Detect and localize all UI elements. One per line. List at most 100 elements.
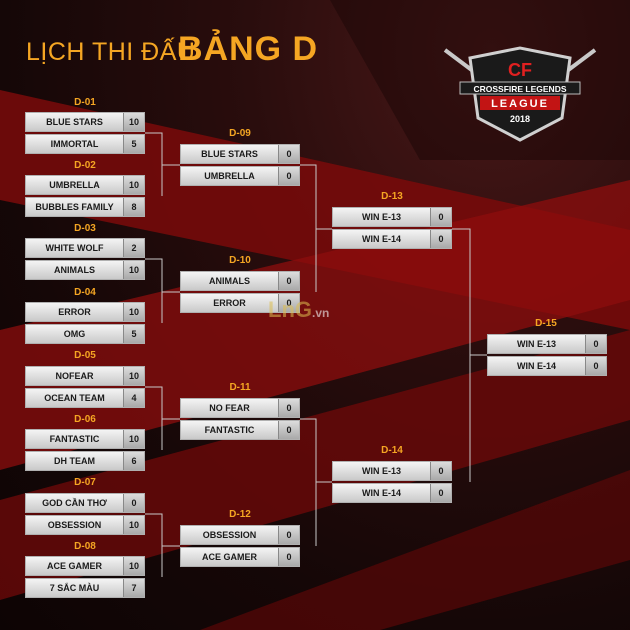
team-name: BLUE STARS [181,145,278,163]
team-score: 10 [123,430,144,448]
team-score: 0 [585,357,606,375]
team-name: WIN E-13 [333,208,430,226]
team-score: 10 [123,367,144,385]
connector-d01-d02 [145,132,180,196]
svg-text:LEAGUE: LEAGUE [491,98,549,110]
connector-d11-d12 [300,418,332,546]
team-name: WIN E-13 [333,462,430,480]
team-score: 0 [278,399,299,417]
team-name: 7 SẮC MÀU [26,579,123,597]
team-score: 5 [123,135,144,153]
team-score: 10 [123,516,144,534]
match-label-d09: D-09 [229,128,251,139]
team-score: 4 [123,389,144,407]
team-score: 0 [278,167,299,185]
watermark-suffix: .vn [312,306,330,320]
team-score: 6 [123,452,144,470]
red-band-3 [0,330,630,600]
team-name: UMBRELLA [181,167,278,185]
connector-d09-d10 [300,164,332,292]
team-score: 0 [123,494,144,512]
connector-d05-d06 [145,386,180,450]
team-score: 10 [123,261,144,279]
match-label-d01: D-01 [74,97,96,108]
team-name: UMBRELLA [26,176,123,194]
match-label-d10: D-10 [229,255,251,266]
red-band-4 [200,470,630,630]
match-label-d11: D-11 [229,382,251,393]
team-name: BUBBLES FAMILY [26,198,123,216]
team-name: OCEAN TEAM [26,389,123,407]
team-name: WIN E-14 [488,357,585,375]
team-score: 10 [123,303,144,321]
match-label-d06: D-06 [74,414,96,425]
team-name: IMMORTAL [26,135,123,153]
team-score: 10 [123,176,144,194]
group-title: BẢNG D [178,30,319,68]
team-name: GOD CẦN THƠ [26,494,123,512]
team-name: OMG [26,325,123,343]
svg-text:2018: 2018 [510,114,530,124]
team-score: 5 [123,325,144,343]
match-label-d04: D-04 [74,287,96,298]
team-score: 0 [278,145,299,163]
match-label-d14: D-14 [381,445,403,456]
match-label-d12: D-12 [229,509,251,520]
team-name: OBSESSION [181,526,278,544]
team-name: NO FEAR [181,399,278,417]
match-label-d13: D-13 [381,191,403,202]
team-name: FANTASTIC [181,421,278,439]
team-score: 0 [278,548,299,566]
team-name: ACE GAMER [181,548,278,566]
match-label-d03: D-03 [74,223,96,234]
team-score: 0 [585,335,606,353]
team-name: ANIMALS [26,261,123,279]
